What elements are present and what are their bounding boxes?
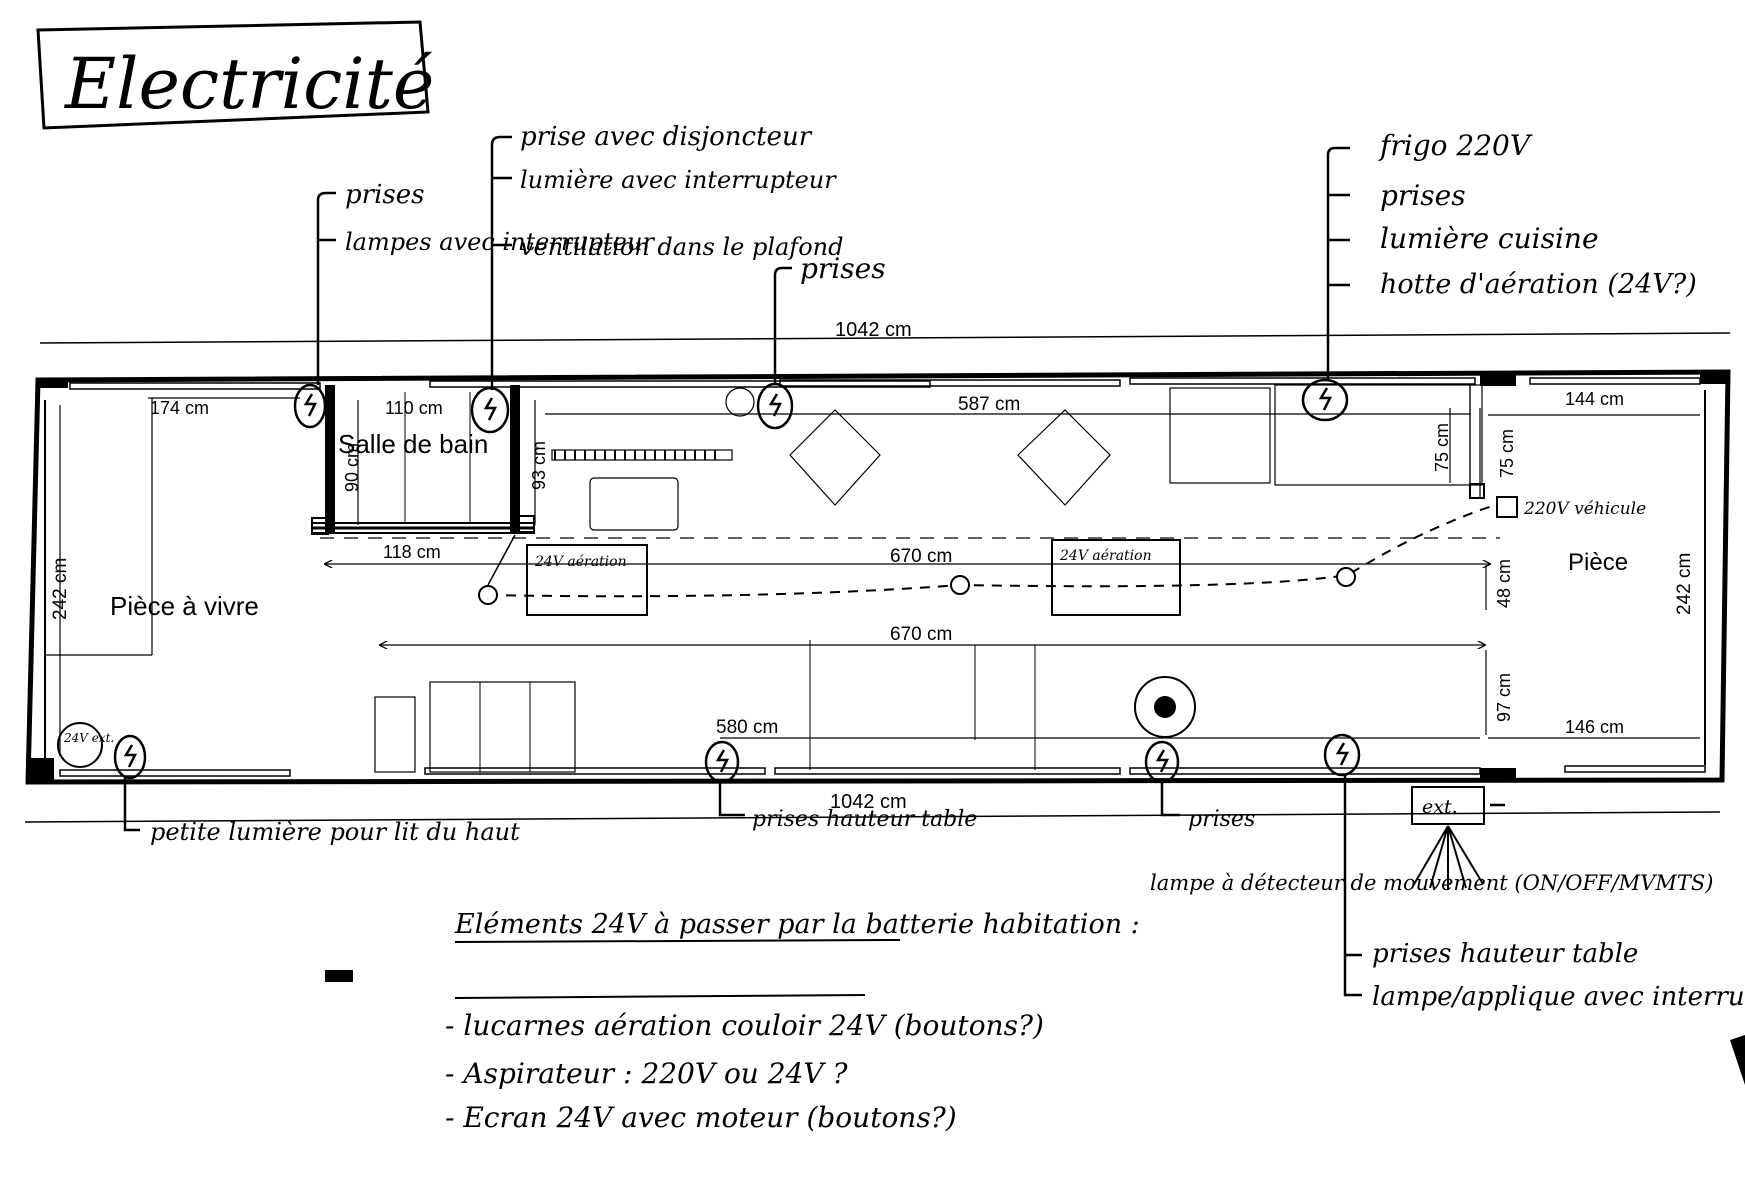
electric-point-8 <box>1323 733 1361 777</box>
scan-mark-1 <box>325 970 353 982</box>
outer-walls <box>25 369 1731 785</box>
exterior-lamp-label: ext. <box>1422 796 1458 818</box>
vent-left: 24V aération <box>526 544 648 616</box>
room-label-bathroom: Salle de bain <box>338 429 488 459</box>
dim-height-left: 242 cm <box>50 558 71 620</box>
ceiling-light-1 <box>478 585 498 605</box>
dim-left-room: 174 cm <box>150 398 209 418</box>
dim-bath-width: 110 cm <box>385 398 443 418</box>
leaders-top <box>316 135 1350 390</box>
overall-dim-bottom <box>24 811 1721 823</box>
bathroom: Salle de bain 110 cm 90 cm 93 cm 118 cm <box>311 385 549 562</box>
ann-g4-1: prises <box>1380 179 1466 212</box>
ann-bottom-left: petite lumière pour lit du haut <box>150 818 520 846</box>
dim-lower-gap: 97 cm <box>1494 673 1514 722</box>
dim-corridor-lower: 670 cm <box>890 624 952 645</box>
electric-point-7 <box>1144 740 1180 784</box>
lighting-circuit <box>487 504 1496 598</box>
vent-right-label: 24V aération <box>1059 548 1152 564</box>
dim-height-right: 242 cm <box>1674 553 1695 615</box>
ann-motion-lamp: lampe à détecteur de mouvement (ON/OFF/M… <box>1150 871 1713 895</box>
vehicle-outlet-label: 220V véhicule <box>1523 499 1646 519</box>
scan-mark-2 <box>1730 1035 1745 1085</box>
dim-counter-a: 75 cm <box>1432 423 1452 472</box>
electric-point-4 <box>1301 378 1349 422</box>
notes-item-2: - Aspirateur : 220V ou 24V ? <box>445 1057 848 1090</box>
notes-item-1: - lucarnes aération couloir 24V (boutons… <box>445 1009 1044 1042</box>
exterior-lamp-box <box>1411 786 1485 825</box>
dim-kitchen: 587 cm <box>958 394 1020 415</box>
overall-dim-top <box>39 332 1731 344</box>
furniture <box>45 384 1485 773</box>
ann-g4-0: frigo 220V <box>1378 129 1533 162</box>
electric-symbols <box>113 378 1361 784</box>
ann-g1-0: prises <box>345 180 424 210</box>
ann-bottom-mid2: prises <box>1188 807 1255 832</box>
ann-g4-3: hotte d'aération (24V?) <box>1380 269 1697 300</box>
ann-g3-0: prises <box>800 252 886 285</box>
electric-point-6 <box>704 740 740 784</box>
dim-mid-gap: 48 cm <box>1494 559 1514 608</box>
notes-block: Eléments 24V à passer par la batterie ha… <box>445 909 1140 1134</box>
vehicle-outlet <box>1496 496 1518 518</box>
notes-heading: Eléments 24V à passer par la batterie ha… <box>454 909 1140 940</box>
room-label-room: Pièce <box>1568 549 1628 576</box>
dim-right-room-top: 144 cm <box>1565 389 1624 409</box>
dim-bath-height: 90 cm <box>342 443 362 492</box>
ann-g4-2: lumière cuisine <box>1380 222 1599 255</box>
ann-g2-0: prise avec disjoncteur <box>520 122 813 152</box>
dim-bath-depth: 93 cm <box>529 441 549 490</box>
ann-bottom-right-1: lampe/applique avec interrupteur <box>1372 982 1745 1012</box>
page-title: Electricité <box>63 43 434 125</box>
ann-bottom-right-0: prises hauteur table <box>1372 939 1638 969</box>
ceiling-light-2 <box>950 575 970 595</box>
exterior-lamp-24v <box>57 722 103 768</box>
vent-right: 24V aération <box>1051 539 1181 616</box>
leaders-bottom <box>123 775 1505 997</box>
dim-overall-bottom: 1042 cm <box>830 791 907 813</box>
dim-corridor-upper: 670 cm <box>890 546 952 567</box>
title-box: Electricité <box>36 20 434 130</box>
ann-g2-2: ventilation dans le plafond <box>520 233 843 261</box>
ann-g2-1: lumière avec interrupteur <box>520 166 837 194</box>
notes-item-3: - Ecran 24V avec moteur (boutons?) <box>445 1101 957 1134</box>
room-label-living: Pièce à vivre <box>110 591 259 621</box>
ann-g1-1: lampes avec interrupteur <box>345 228 655 256</box>
dim-bath-outer: 118 cm <box>383 542 441 562</box>
vent-left-label: 24V aération <box>534 554 627 570</box>
electric-point-1 <box>293 383 327 429</box>
electric-point-2 <box>470 386 510 434</box>
dim-overall-top: 1042 cm <box>835 319 912 341</box>
lamp-24v-label: 24V ext. <box>63 731 114 745</box>
dim-bottom-run: 580 cm <box>716 717 778 738</box>
ann-bottom-mid: prises hauteur table <box>752 807 977 832</box>
dim-right-room-bottom: 146 cm <box>1565 717 1624 737</box>
electric-point-5 <box>113 734 147 780</box>
dim-counter-b: 75 cm <box>1497 429 1517 478</box>
electric-point-3 <box>756 382 794 430</box>
ceiling-light-3 <box>1336 567 1356 587</box>
